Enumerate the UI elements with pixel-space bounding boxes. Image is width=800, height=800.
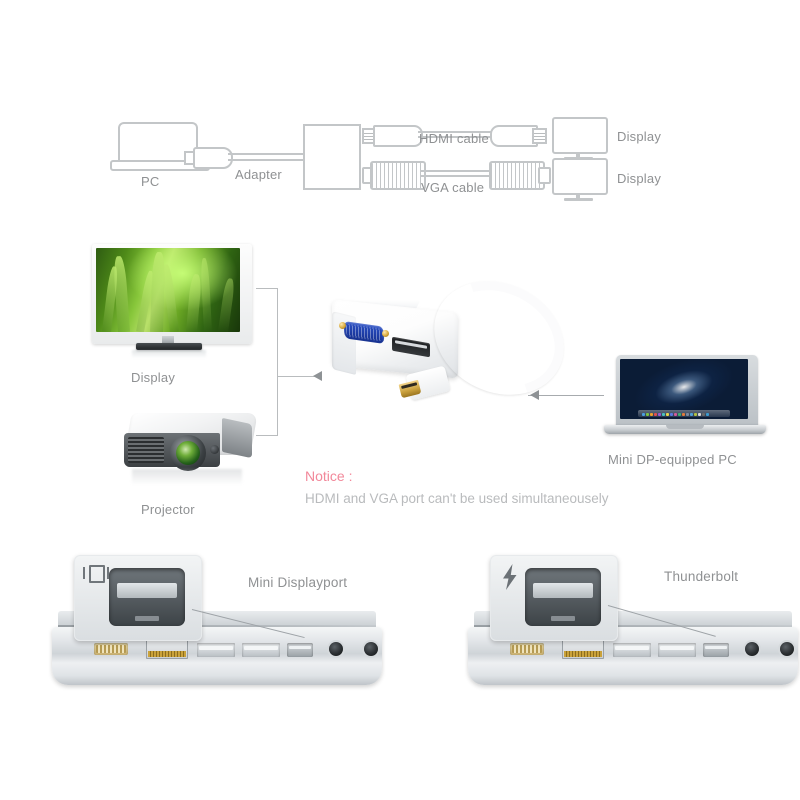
display-icon xyxy=(83,565,109,583)
audio-out-jack xyxy=(364,642,378,656)
vga-cable-icon xyxy=(362,161,551,190)
projector-photo xyxy=(118,405,268,497)
pc-laptop-icon xyxy=(110,122,210,172)
ethernet-port-right xyxy=(562,639,604,659)
monitor-top-icon xyxy=(552,117,608,163)
notice-text: HDMI and VGA port can't be used simultan… xyxy=(305,491,609,506)
ethernet-port xyxy=(146,639,188,659)
arrow-to-adapter-left xyxy=(313,371,322,381)
thunderbolt-label: Thunderbolt xyxy=(664,569,739,584)
closeup-thunderbolt: Thunderbolt xyxy=(468,545,800,705)
audio-in-jack-right xyxy=(745,642,759,656)
adapter-label: Adapter xyxy=(235,167,282,182)
usb-port-2 xyxy=(242,643,280,657)
thunderbolt-port xyxy=(703,643,729,657)
mdp-plug-lineart xyxy=(184,147,244,169)
pc-adapter-cable xyxy=(228,153,306,155)
device-bracket xyxy=(256,288,316,438)
display-bottom-label: Display xyxy=(617,171,662,186)
adapter-product-photo xyxy=(322,260,583,428)
tv-display-photo xyxy=(92,244,252,360)
vga-screw-left xyxy=(339,322,346,329)
laptop-scene-label: Mini DP-equipped PC xyxy=(608,452,737,467)
pc-label: PC xyxy=(141,174,160,189)
closeup-mini-displayport: Mini Displayport xyxy=(52,545,402,705)
hdmi-cable-label: HDMI cable xyxy=(419,131,489,146)
mdp-callout-port xyxy=(109,568,185,626)
thunderbolt-callout-panel xyxy=(490,555,618,641)
thunderbolt-callout-port xyxy=(525,568,601,626)
macbook-photo xyxy=(604,355,774,437)
vga-cable-label: VGA cable xyxy=(421,180,485,195)
projector-label: Projector xyxy=(141,502,195,517)
pc-adapter-cable-2 xyxy=(228,159,306,161)
audio-in-jack xyxy=(329,642,343,656)
vga-screw-right xyxy=(382,330,389,337)
arrow-to-adapter-right xyxy=(530,390,539,400)
notice-title: Notice : xyxy=(305,468,353,484)
mini-displayport-port xyxy=(287,643,313,657)
monitor-bottom-icon xyxy=(552,158,608,204)
hdmi-cable-icon xyxy=(362,124,547,147)
display-top-label: Display xyxy=(617,129,662,144)
adapter-box-icon xyxy=(303,124,361,190)
usb-port-right-1 xyxy=(613,643,651,657)
topology-diagram: PC Adapter HDMI cable xyxy=(0,0,800,215)
display-scene-label: Display xyxy=(131,370,176,385)
arrow-line-right xyxy=(528,395,604,396)
mini-displayport-label: Mini Displayport xyxy=(248,575,348,590)
usb-port-1 xyxy=(197,643,235,657)
thunderbolt-icon xyxy=(503,564,517,590)
mdp-callout-panel xyxy=(74,555,202,641)
usage-scene: Display Projector xyxy=(0,230,800,520)
audio-out-jack-right xyxy=(780,642,794,656)
usb-port-right-2 xyxy=(658,643,696,657)
magsafe-port-right xyxy=(510,643,544,655)
magsafe-port xyxy=(94,643,128,655)
